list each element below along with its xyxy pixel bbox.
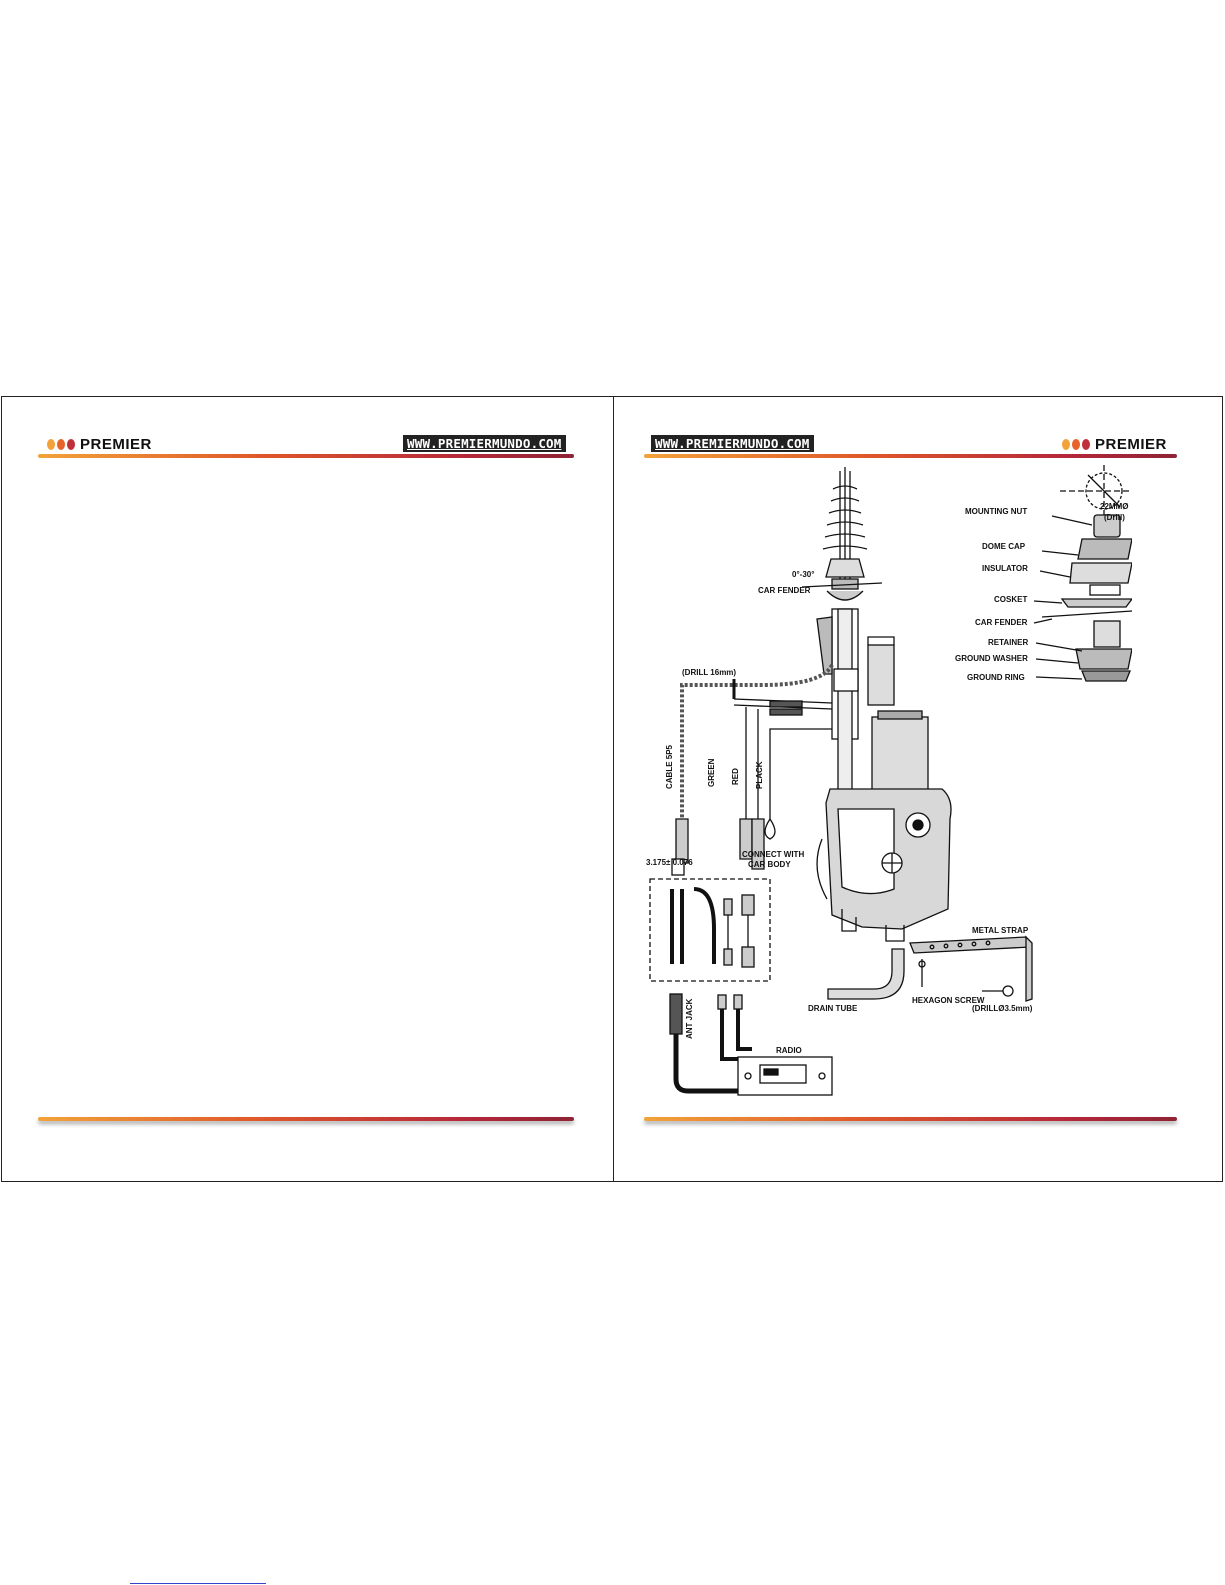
premier-logo: PREMIER (1062, 436, 1167, 453)
logo-dot-icon (57, 439, 65, 450)
label-dimension: 3.175± 0.076 (646, 858, 693, 867)
label-drill-22mm: 22MMØ (1100, 502, 1128, 511)
motor-housing-icon (816, 710, 952, 942)
label-car-fender-left: CAR FENDER (758, 586, 811, 595)
footer-link-underline (130, 1583, 266, 1584)
manual-spread: PREMIER WWW.PREMIERMUNDO.COM WWW.PREMIER… (1, 396, 1223, 1182)
logo-dot-icon (1072, 439, 1080, 450)
label-insulator: INSULATOR (982, 564, 1028, 573)
premier-logo: PREMIER (47, 436, 152, 453)
logo-dot-icon (1062, 439, 1070, 450)
label-metal-strap: METAL STRAP (972, 926, 1029, 935)
metal-strap-icon (909, 935, 1033, 1002)
logo-dot-icon (47, 439, 55, 450)
label-black: PLACK (755, 761, 764, 789)
website-url[interactable]: WWW.PREMIERMUNDO.COM (651, 435, 814, 452)
label-drill-3-5mm: (DRILLØ3.5mm) (972, 1004, 1033, 1013)
header-rule (644, 454, 1177, 458)
mounting-exploded-view-icon (1033, 465, 1132, 682)
connector-kit-icon (649, 878, 771, 982)
label-cable: CABLE 5P5 (665, 744, 674, 789)
label-ant-jack: ANT JACK (685, 998, 694, 1039)
footer-rule (644, 1117, 1177, 1121)
label-ground-ring: GROUND RING (967, 673, 1025, 682)
wiring-harness-icon (671, 663, 834, 876)
label-green: GREEN (707, 758, 716, 787)
logo-dot-icon (1082, 439, 1090, 450)
label-connect-2: CAR BODY (748, 860, 791, 869)
drain-tube-icon (827, 948, 905, 1000)
website-url[interactable]: WWW.PREMIERMUNDO.COM (403, 435, 566, 452)
label-dome-cap: DOME CAP (982, 542, 1026, 551)
right-page: WWW.PREMIERMUNDO.COM PREMIER (614, 397, 1222, 1181)
label-radio: RADIO (776, 1046, 802, 1055)
page-divider (613, 397, 614, 1181)
footer-rule (38, 1117, 574, 1121)
label-mounting-nut: MOUNTING NUT (965, 507, 1027, 516)
label-car-fender-right: CAR FENDER (975, 618, 1028, 627)
logo-text: PREMIER (1095, 436, 1167, 453)
label-hexagon-screw: HEXAGON SCREW (912, 996, 985, 1005)
antenna-installation-diagram: MOUNTING NUT DOME CAP INSULATOR COSKET C… (646, 465, 1132, 1096)
label-cosket: COSKET (994, 595, 1027, 604)
label-connect-1: CONNECT WITH (742, 850, 804, 859)
header-rule (38, 454, 574, 458)
label-red: RED (731, 768, 740, 785)
logo-dot-icon (67, 439, 75, 450)
logo-text: PREMIER (80, 436, 152, 453)
label-retainer: RETAINER (988, 638, 1029, 647)
label-ground-washer: GROUND WASHER (955, 654, 1028, 663)
label-drain-tube: DRAIN TUBE (808, 1004, 858, 1013)
label-angle: 0°-30° (792, 570, 814, 579)
left-page: PREMIER WWW.PREMIERMUNDO.COM (2, 397, 613, 1181)
label-drill-16mm: (DRILL 16mm) (682, 668, 736, 677)
label-drill-word: (Drill) (1104, 513, 1125, 522)
radio-icon (669, 993, 833, 1096)
